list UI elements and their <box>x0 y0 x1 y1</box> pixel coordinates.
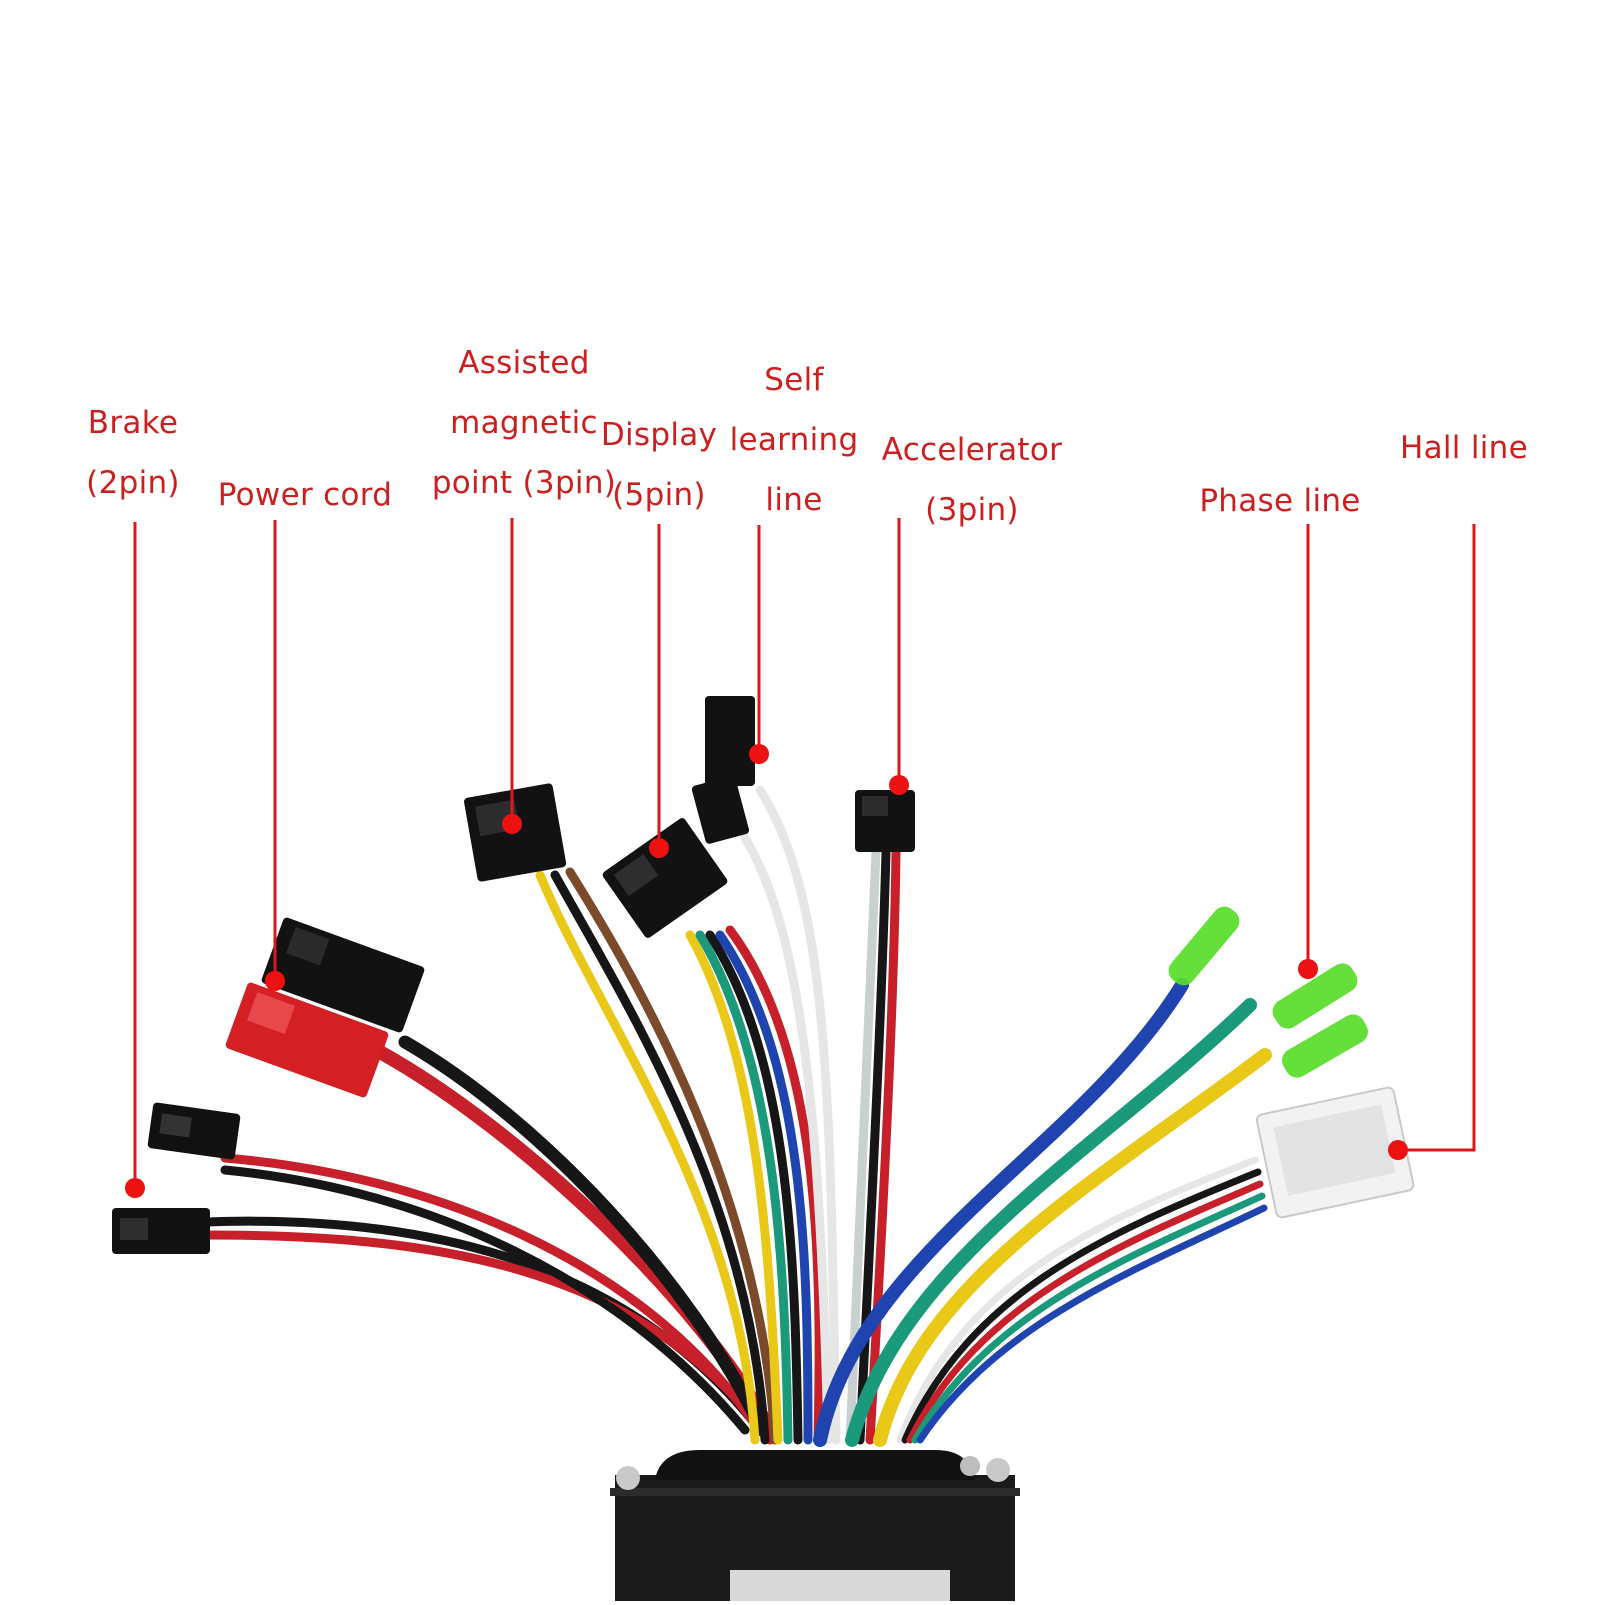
wire-bundle <box>200 785 1272 1447</box>
hall-line-marker-dot <box>1388 1140 1408 1160</box>
power-cord-marker-dot <box>265 971 285 991</box>
hall-line-leader-line <box>1400 524 1476 1152</box>
screw-icon <box>986 1458 1010 1482</box>
self-learning-connector <box>691 696 755 844</box>
brake-marker-dot <box>125 1178 145 1198</box>
hall-line-label: Hall line <box>1399 430 1529 466</box>
screw-icon <box>960 1456 980 1476</box>
phase-line-caps <box>1168 906 1368 1078</box>
controller-body <box>610 1450 1020 1605</box>
power-cord-connector <box>225 917 425 1098</box>
power-cord-label: Power cord <box>217 477 393 513</box>
display-connector <box>602 818 728 938</box>
leader-lines <box>133 518 1476 1183</box>
phase-line-label: Phase line <box>1199 483 1361 519</box>
assisted-magnetic-marker-dot <box>502 814 522 834</box>
hall-line-connector <box>1255 1086 1415 1219</box>
brake-connector-lower <box>112 1208 210 1254</box>
accelerator-connector <box>855 790 915 852</box>
phase-line-marker-dot <box>1298 959 1318 979</box>
accelerator-label: Accelerator(3pin) <box>881 432 1063 528</box>
brake-connector-upper <box>147 1102 241 1160</box>
display-marker-dot <box>649 838 669 858</box>
self-learning-marker-dot <box>749 744 769 764</box>
display-label: Display(5pin) <box>600 417 718 513</box>
screw-icon <box>616 1466 640 1490</box>
accelerator-marker-dot <box>889 775 909 795</box>
marker-dots <box>125 744 1408 1198</box>
brake-label: Brake(2pin) <box>86 405 180 501</box>
